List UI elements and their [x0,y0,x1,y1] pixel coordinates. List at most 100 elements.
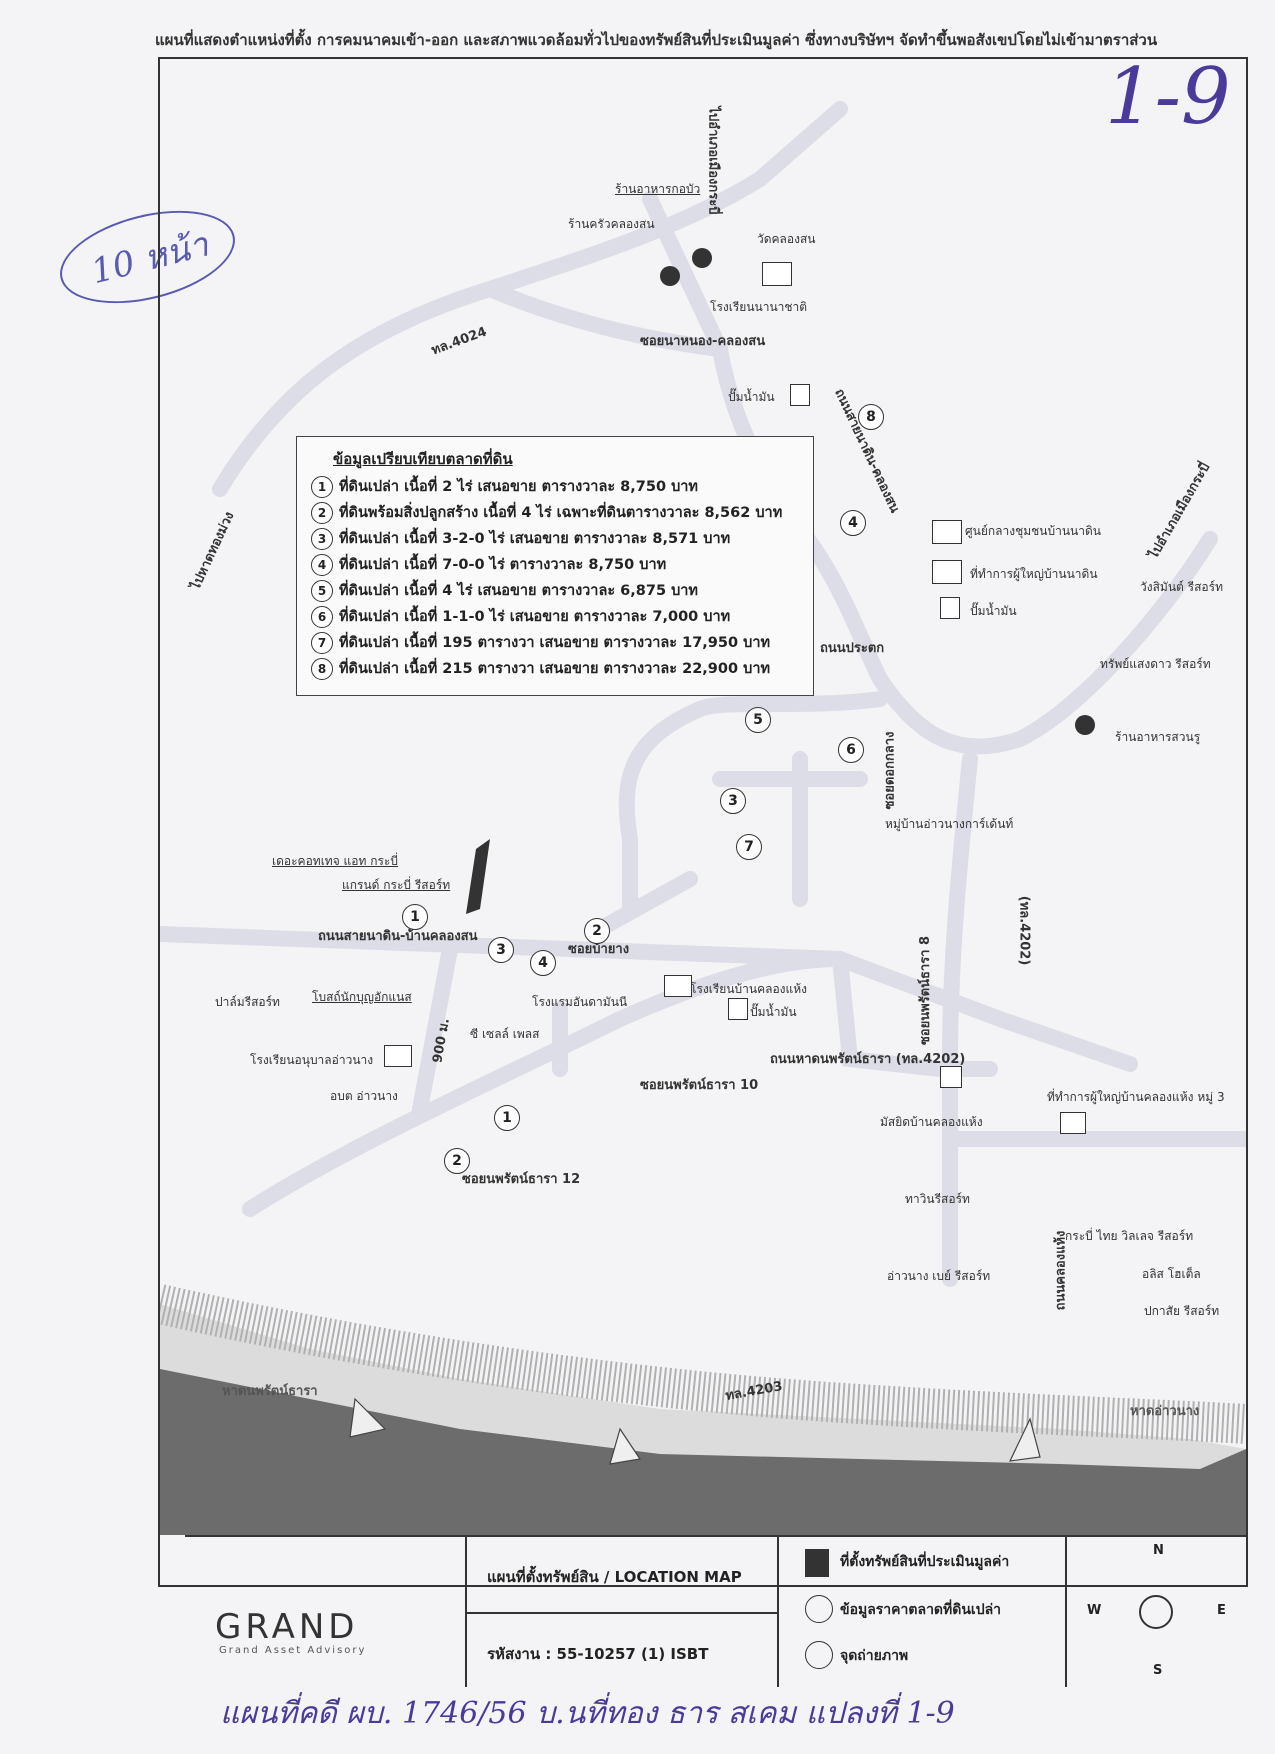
label-village: หมู่บ้านอ่าวนางการ์เด้นท์ [885,817,1014,831]
comparison-title: ข้อมูลเปรียบเทียบตลาดที่ดิน [333,450,513,468]
legend-market-icon [805,1595,833,1623]
road-nopparat-12 [412,941,458,1117]
map-footer: GRAND Grand Asset Advisory แผนที่ตั้งทรั… [185,1535,1248,1687]
market-marker-6: 6 [838,737,864,763]
market-marker-5: 5 [745,707,771,733]
compass-south: S [1153,1663,1163,1678]
label-wang-resort: วังสิมันต์ รีสอร์ท [1140,580,1223,594]
label-nopparat-8: ซอยนพรัตน์ธารา 8 [918,935,934,1046]
label-prachak: ถนนประตก [820,641,885,656]
restaurant-icon [660,266,680,286]
road-hat-nopparat [242,951,848,1217]
building-icon [932,520,962,544]
road-nopparat-8 [832,951,998,1077]
map-header-title: แผนที่แสดงตำแหน่งที่ตั้ง การคมนาคมเข้า-อ… [155,31,1158,49]
label-beach-left: หาดนพรัตน์ธารา [222,1384,318,1399]
label-soi-bayang: ซอยบ้ายาง [568,942,630,957]
road-prachak [618,691,888,917]
label-sap-resort: ทรัพย์แสงดาว รีสอร์ท [1100,657,1211,671]
sailboat-3 [1008,1417,1041,1462]
building-icon [1060,1112,1086,1134]
gas-station-icon [790,384,810,406]
school-building-icon [762,262,792,286]
label-kitchen: ร้านครัวคลองสน [568,217,655,231]
label-dokklang: ซอยดอกกลาง [882,731,898,810]
road-soi-nahnong [482,281,728,357]
map-canvas [160,101,1246,1535]
subject-property-marker [466,839,490,914]
logo-panel: GRAND Grand Asset Advisory [185,1537,467,1687]
sea-area [160,1369,1246,1535]
label-c-spa: ซี เซลล์ เพลส [470,1027,540,1041]
label-to-muang-top: ไปอำเภอเมืองกระบี่ [705,106,721,215]
label-center: ศูนย์กลางชุมชนบ้านนาดิน [965,524,1101,538]
road-7 [592,871,698,937]
label-school-anuban: โรงเรียนอนุบาลอ่าวนาง [250,1053,374,1067]
mosque-icon [940,1066,962,1088]
label-wat: วัดคลองสน [757,232,816,246]
road-north [642,191,728,357]
restaurant-icon [692,248,712,268]
handwritten-note: แผนที่คดี ผบ. 1746/56 บ.นที่ทอง ธาร สเคม… [220,1696,955,1731]
label-boutique: โบสถ์นักบุญอักแนส [312,990,412,1004]
label-cottage: เดอะคอทเทจ แอท กระบี่ [272,854,398,868]
legend-property-label: ที่ตั้งทรัพย์สินที่ประเมินมูลค่า [840,1554,1010,1570]
sand-strip [160,1284,1246,1444]
label-school-khlonghaeng: โรงเรียนบ้านคลองแห้ง [690,982,808,996]
legend-photo-icon [805,1641,833,1669]
photo-point-3: 3 [488,937,514,963]
road-4202 [942,751,978,1287]
legend-photo-label: จุดถ่ายภาพ [840,1648,909,1664]
label-palm-resort: ปาล์มรีสอร์ท [215,995,280,1009]
market-marker-3: 3 [720,788,746,814]
label-aonang-bay: อ่าวนาง เบย์ รีสอร์ท [887,1269,991,1283]
map-frame [158,57,1248,1587]
photo-point-1: 1 [494,1105,520,1131]
market-marker-4: 4 [840,510,866,536]
company-logo-sub: Grand Asset Advisory [219,1645,367,1656]
compass-panel: N S E W [1065,1537,1247,1687]
label-gas-2: ปั๊มน้ำมัน [970,604,1017,618]
label-obt: อบต อ่าวนาง [330,1089,398,1103]
compass-rose-icon [1131,1587,1181,1637]
label-headman-1: ที่ทำการผู้ใหญ่บ้านนาดิน [970,567,1098,581]
market-marker-2: 2 [584,918,610,944]
label-asia-hotel: อลิส โฮเต็ล [1142,1267,1201,1281]
label-gas-3: ปั๊มน้ำมัน [750,1005,797,1019]
market-marker-1: 1 [402,904,428,930]
gas-station-icon [940,597,960,619]
legend-property-icon [805,1549,829,1577]
label-mosque: มัสยิดบ้านคลองแห้ง [880,1115,983,1129]
market-marker-7: 7 [736,834,762,860]
code-panel: รหัสงาน : 55-10257 (1) ISBT [467,1614,779,1687]
road-nadin-baankhlongson [160,926,1138,1072]
label-gas-1: ปั๊มน้ำมัน [728,390,775,404]
market-marker-8: 8 [858,404,884,430]
school-building-icon [384,1045,412,1067]
company-logo: GRAND [215,1607,359,1647]
label-havin-resort: ทาวินรีสอร์ท [905,1192,970,1206]
label-suanru: ร้านอาหารสวนรู [1115,730,1201,744]
label-headman-3: ที่ทำการผู้ใหญ่บ้านคลองแห้ง หมู่ 3 [1047,1090,1225,1104]
job-code: รหัสงาน : 55-10257 (1) ISBT [487,1645,709,1663]
label-road-4202: (ทล.4202) [1016,895,1032,966]
label-nopparat-12: ซอยนพรัตน์ธารา 12 [462,1172,581,1187]
document-number: 1-9 [1105,52,1231,142]
label-hotel-andaman: โรงแรมอันดามันนี [532,995,628,1009]
gas-station-icon [728,998,748,1020]
building-icon [932,560,962,584]
compass-north: N [1153,1543,1164,1558]
photo-point-2: 2 [444,1148,470,1174]
label-grand-resort: แกรนด์ กระบี่ รีสอร์ท [342,878,451,892]
legend-market-label: ข้อมูลราคาตลาดที่ดินเปล่า [840,1602,1002,1618]
photo-point-4: 4 [530,950,556,976]
